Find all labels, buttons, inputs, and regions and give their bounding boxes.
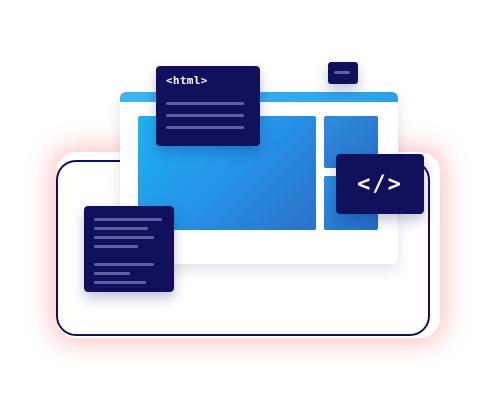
mini-code-card xyxy=(328,62,358,84)
code-line xyxy=(94,272,130,275)
mini-code-line xyxy=(334,71,350,74)
code-line xyxy=(94,245,138,248)
code-line xyxy=(166,114,244,117)
code-line xyxy=(94,263,154,266)
code-line xyxy=(94,236,154,239)
code-tag-card: </> xyxy=(336,154,424,214)
code-line xyxy=(94,218,162,221)
code-line xyxy=(166,126,244,129)
html-tag-label: <html> xyxy=(166,74,208,87)
code-line xyxy=(94,281,146,284)
html-code-card: <html> xyxy=(156,66,260,146)
code-brackets-icon: </> xyxy=(357,171,403,197)
code-line xyxy=(94,227,148,230)
code-lines-card xyxy=(84,206,174,292)
code-line xyxy=(166,102,244,105)
